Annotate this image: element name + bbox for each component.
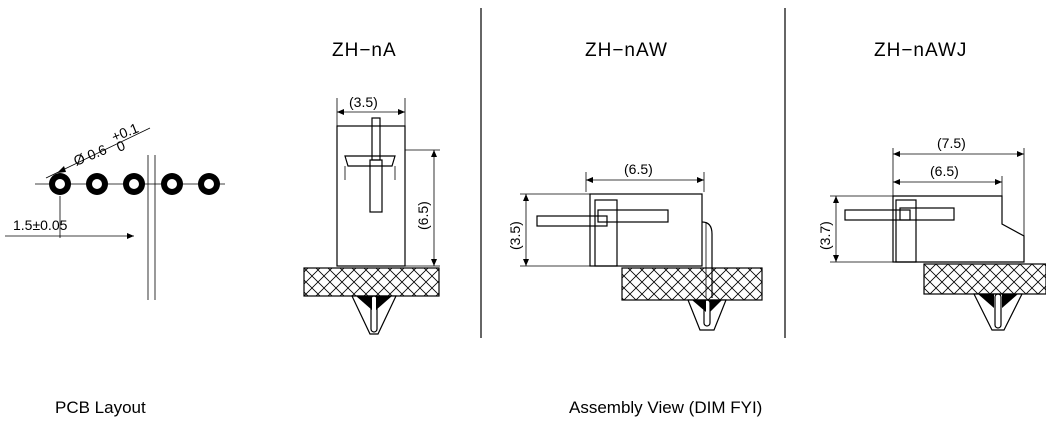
hole-diameter-label: Ø 0.6 [71, 141, 109, 169]
pcb-hole [198, 173, 220, 195]
zh-na-drawing: (3.5) (6.5) [303, 94, 440, 335]
zh-naw-title: ZH−nAW [585, 40, 668, 61]
pcb-hole [49, 173, 71, 195]
pcb-layout-drawing: 1.5±0.05 Ø 0.6 +0.1 0 [5, 120, 225, 300]
zh-nawj-drawing: (7.5) (6.5) (3.7) [817, 135, 1046, 331]
pitch-label: 1.5±0.05 [13, 217, 68, 233]
zh-na-title: ZH−nA [332, 40, 397, 61]
zh-nawj-title: ZH−nAWJ [874, 40, 968, 61]
zh-nawj-dim-top1: (7.5) [937, 135, 966, 151]
assembly-view-caption: Assembly View (DIM FYI) [569, 398, 763, 417]
pcb-hole [123, 173, 145, 195]
zh-na-dim-top: (3.5) [349, 94, 378, 110]
pcb-hole [86, 173, 108, 195]
zh-naw-dim-top: (6.5) [624, 161, 653, 177]
zh-na-dim-side: (6.5) [415, 201, 431, 230]
pcb-layout-caption: PCB Layout [55, 398, 146, 417]
zh-naw-drawing: (6.5) (3.5) [507, 161, 763, 331]
zh-nawj-dim-side: (3.7) [817, 221, 833, 250]
zh-nawj-dim-top2: (6.5) [930, 163, 959, 179]
zh-naw-dim-side: (3.5) [507, 221, 523, 250]
pcb-hole [161, 173, 183, 195]
